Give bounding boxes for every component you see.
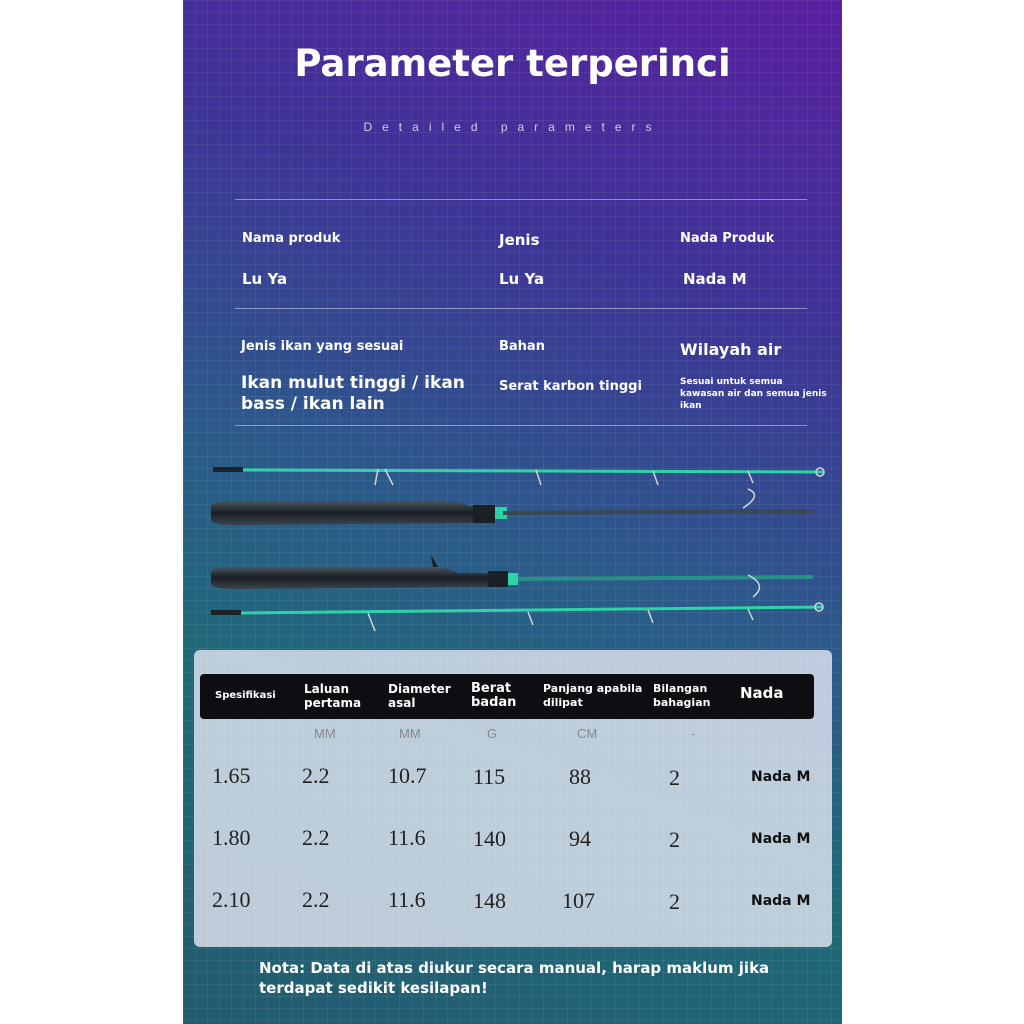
divider — [235, 199, 807, 200]
table-header: Spesifikasi Laluan pertama Diameter asal… — [200, 674, 814, 719]
label-product-name: Nama produk — [242, 231, 341, 246]
label-fish-type: Jenis ikan yang sesuai — [241, 339, 404, 354]
table-cell: 115 — [473, 764, 506, 789]
label-material: Bahan — [499, 339, 545, 354]
table-cell: 11.6 — [388, 887, 426, 912]
spec-table: Spesifikasi Laluan pertama Diameter asal… — [194, 650, 832, 947]
table-cell: 1.65 — [212, 763, 251, 788]
table-cell: 11.6 — [388, 825, 426, 850]
table-cell: 2.2 — [302, 887, 330, 912]
value-product-name: Lu Ya — [242, 270, 288, 288]
fishing-rods-illustration — [211, 467, 825, 632]
table-cell: Nada M — [751, 831, 811, 847]
label-product-tone: Nada Produk — [680, 231, 775, 246]
value-material: Serat karbon tinggi — [499, 379, 642, 394]
header-sections: Bilangan bahagian — [653, 682, 711, 709]
header-diameter: Diameter asal — [388, 682, 451, 710]
table-cell: 88 — [569, 764, 591, 789]
unit-weight: G — [487, 726, 498, 741]
table-cell: 2.10 — [212, 887, 251, 912]
table-cell: Nada M — [751, 769, 811, 785]
disclaimer-note: Nota: Data di atas diukur secara manual,… — [259, 959, 770, 997]
header-weight: Berat badan — [471, 681, 517, 710]
header-folded-length: Panjang apabila dilipat — [543, 682, 643, 709]
unit-first-guide: MM — [314, 726, 336, 741]
page-title: Parameter terperinci — [294, 42, 731, 85]
header-spec: Spesifikasi — [215, 690, 276, 701]
unit-sections: - — [691, 726, 696, 741]
value-type: Lu Ya — [499, 270, 545, 288]
table-cell: 1.80 — [212, 825, 251, 850]
table-cell: 94 — [569, 826, 591, 851]
rod-butt-section-top — [211, 488, 814, 525]
page-subtitle: Detailed parameters — [363, 120, 662, 134]
unit-folded-length: CM — [577, 726, 598, 741]
table-cell: 10.7 — [388, 763, 427, 788]
table-cell: 2 — [669, 765, 680, 790]
rod-butt-section-bottom — [211, 555, 814, 598]
header-first-guide: Laluan pertama — [304, 682, 362, 710]
unit-diameter: MM — [399, 726, 421, 741]
table-cell: 2.2 — [302, 763, 330, 788]
table-cell: 107 — [562, 888, 595, 913]
table-cell: 2 — [669, 827, 680, 852]
value-water-area: Sesuai untuk semua kawasan air dan semua… — [680, 377, 827, 411]
value-fish-type: Ikan mulut tinggi / ikan bass / ikan lai… — [241, 373, 465, 414]
table-cell: 148 — [473, 888, 506, 913]
value-product-tone: Nada M — [683, 270, 747, 288]
header-tone: Nada — [740, 684, 784, 702]
table-cell: 2.2 — [302, 825, 330, 850]
label-type: Jenis — [499, 231, 540, 249]
table-cell: 2 — [669, 889, 680, 914]
rod-tip-section-bottom — [211, 602, 824, 632]
divider — [235, 425, 807, 426]
divider — [235, 308, 807, 309]
spec-panel: Parameter terperinci Detailed parameters… — [183, 0, 842, 1024]
table-cell: 140 — [473, 826, 506, 851]
label-water-area: Wilayah air — [680, 340, 782, 359]
table-cell: Nada M — [751, 893, 811, 909]
rod-tip-section-top — [213, 467, 825, 486]
